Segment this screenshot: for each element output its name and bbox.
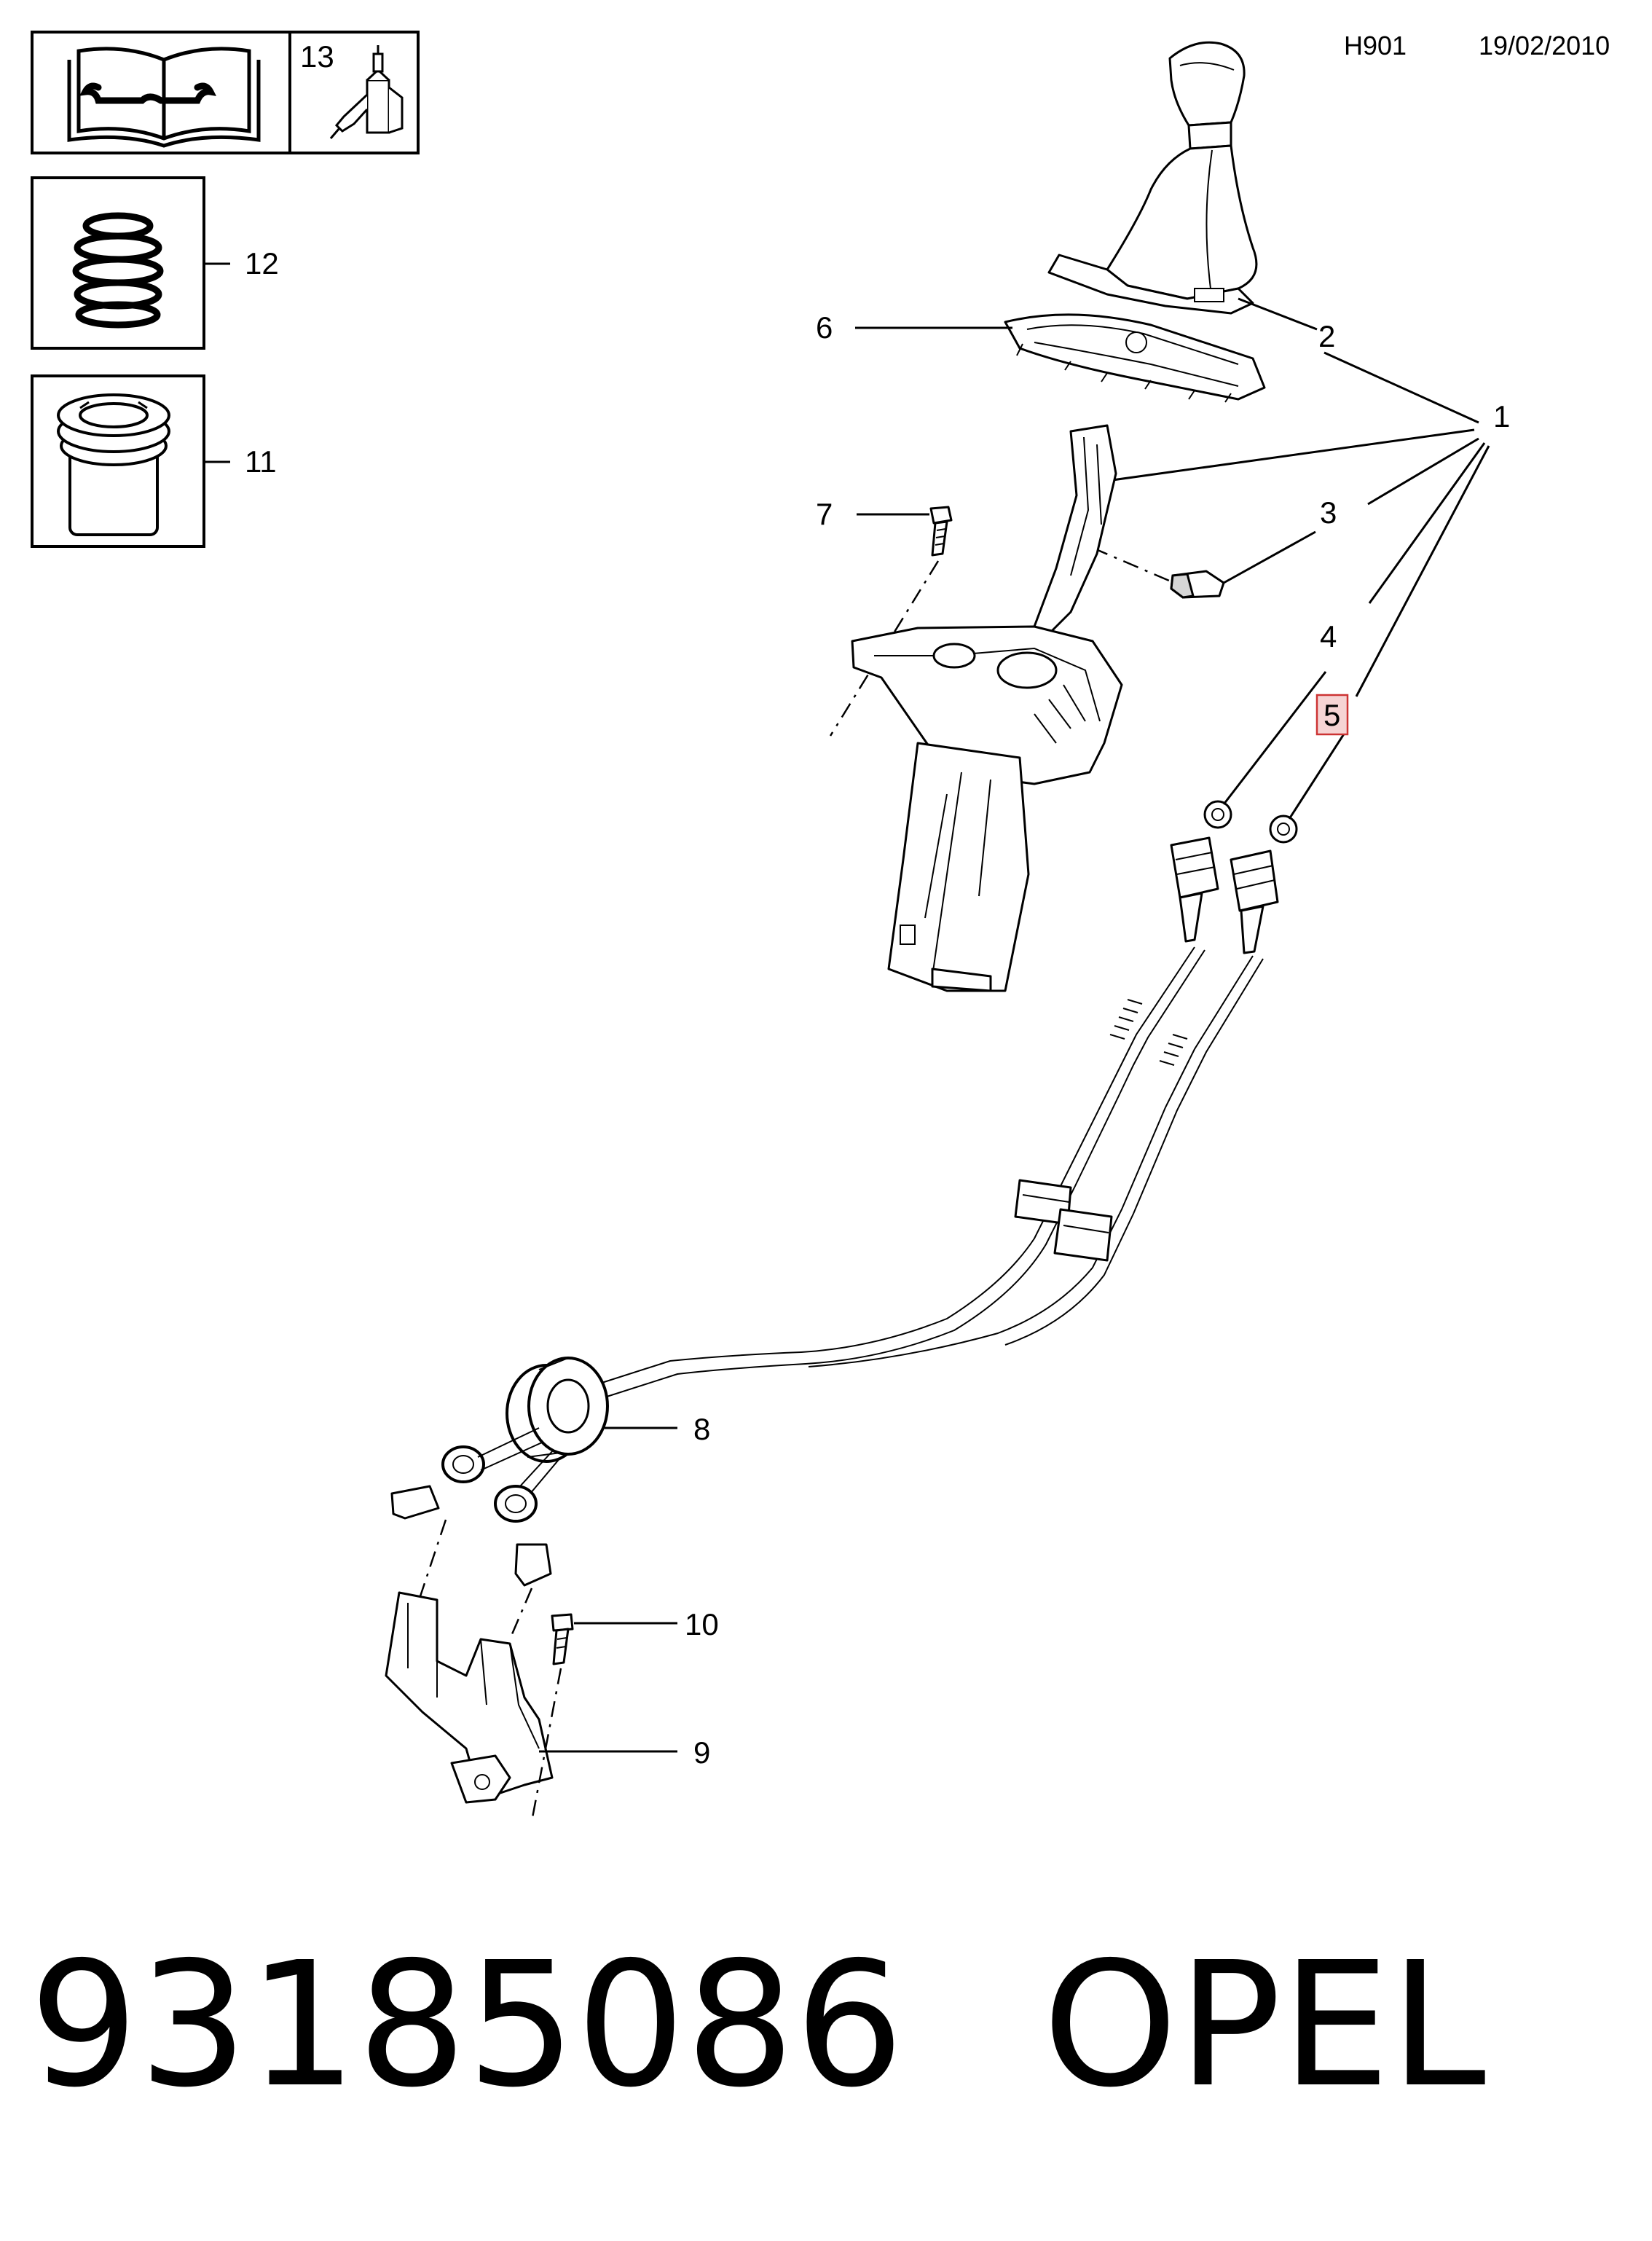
centerline-8b — [508, 1587, 533, 1640]
leader-3 — [1223, 530, 1316, 584]
callout-8: 8 — [693, 1412, 710, 1446]
callout-5-highlight: 5 — [1315, 694, 1349, 736]
lubricant-bottle-icon — [329, 45, 404, 139]
bushing-icon — [57, 393, 170, 536]
centerline-9 — [530, 1668, 562, 1822]
trim-frame — [1004, 313, 1266, 403]
cable-grommet — [506, 1357, 609, 1463]
callout-4: 4 — [1320, 619, 1337, 654]
callout-5: 5 — [1323, 698, 1340, 732]
spring-icon — [72, 212, 164, 329]
cable-end-5 — [1230, 815, 1298, 954]
callout-6: 6 — [816, 310, 833, 345]
leader-2 — [1238, 297, 1318, 331]
legend-number-13: 13 — [300, 39, 334, 74]
footer: 93185086 OPEL — [29, 1923, 1486, 2127]
callout-1: 1 — [1493, 399, 1510, 433]
leaders-1 — [1106, 351, 1490, 697]
leader-5 — [1288, 732, 1346, 820]
diagram-date: 19/02/2010 — [1479, 31, 1610, 60]
bolt-10 — [551, 1613, 574, 1665]
centerline-8a — [417, 1519, 447, 1604]
shift-cables — [597, 946, 1264, 1398]
legend-number-11: 11 — [245, 444, 277, 479]
clip — [1170, 570, 1225, 599]
legend-box-11 — [31, 374, 205, 548]
bushings — [390, 1427, 562, 1587]
part-number: 93185086 — [29, 1925, 905, 2125]
shift-lever-housing — [851, 424, 1123, 992]
callout-3: 3 — [1320, 495, 1337, 530]
shift-knob-with-boot — [1047, 41, 1258, 315]
legend-number-12: 12 — [245, 246, 279, 280]
mounting-bracket — [385, 1591, 554, 1804]
bolt-7 — [929, 506, 953, 557]
diagram-code: H901 — [1344, 31, 1407, 60]
leader-4 — [1222, 671, 1327, 805]
repair-manual-icon — [67, 47, 261, 148]
brand-name: OPEL — [1042, 1925, 1486, 2125]
cable-end-4 — [1170, 800, 1232, 943]
legend-box-top: 13 — [31, 31, 420, 154]
callout-7: 7 — [816, 497, 833, 531]
legend-box-12 — [31, 176, 205, 350]
callout-9: 9 — [693, 1735, 710, 1770]
centerline-3 — [1092, 546, 1175, 584]
callout-2: 2 — [1318, 319, 1335, 353]
callout-10: 10 — [685, 1607, 719, 1641]
